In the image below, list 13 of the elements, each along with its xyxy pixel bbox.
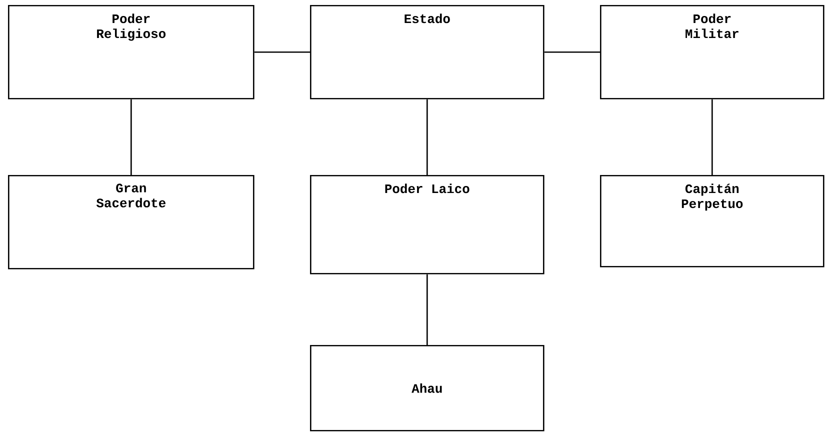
org-box: Poder Religioso [8, 5, 254, 100]
connector-line [712, 99, 713, 175]
connector-line [254, 52, 310, 53]
org-box: Capitán Perpetuo [600, 174, 824, 268]
org-box: Ahau [310, 345, 544, 432]
org-box: Estado [310, 5, 544, 100]
connector-line [544, 52, 600, 53]
connector-line [426, 99, 428, 175]
org-box: Poder Militar [600, 5, 824, 100]
org-box: Poder Laico [310, 174, 544, 274]
connector-line [130, 99, 132, 175]
connector-line [426, 274, 428, 345]
org-box: Gran Sacerdote [8, 174, 254, 270]
